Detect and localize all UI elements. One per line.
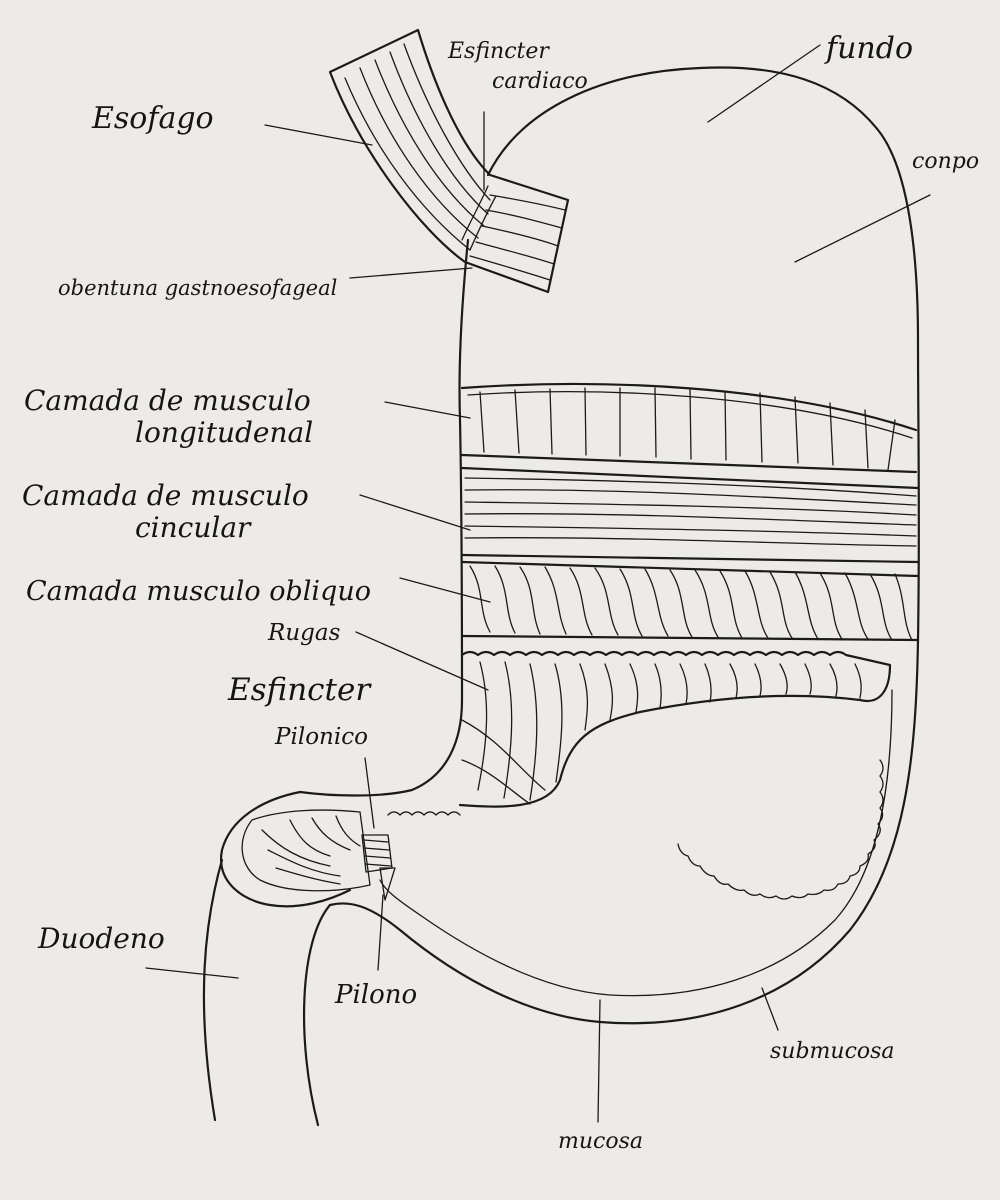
label-piloro: Pilono	[334, 980, 417, 1010]
longitudinal-muscle-layer	[460, 382, 918, 474]
label-duodeno: Duodeno	[37, 922, 165, 955]
label-abertura: obentuna gastnoesofageal	[58, 276, 337, 300]
rugae	[458, 650, 892, 808]
label-piloro-esf-2: Pilonico	[274, 724, 368, 750]
labels: Esofago Esfincter cardiaco fundo conpo o…	[22, 31, 979, 1154]
label-long-1: Camada de musculo	[24, 384, 311, 417]
label-fundo: fundo	[824, 31, 913, 66]
label-obliquo: Camada musculo obliquo	[26, 576, 371, 607]
label-long-2: longitudenal	[135, 416, 313, 449]
label-submucosa: submucosa	[770, 1039, 895, 1064]
duodenum-wall-left	[202, 858, 224, 1122]
label-esofago: Esofago	[91, 101, 214, 136]
label-esfincter-cardiaco-2: cardiaco	[492, 69, 588, 94]
label-mucosa: mucosa	[558, 1129, 643, 1154]
duodenum	[202, 858, 332, 1127]
circular-muscle-layer	[460, 466, 920, 564]
greater-curvature	[328, 66, 920, 1025]
pyloric-canal-folds	[387, 811, 461, 816]
pylorus	[219, 790, 396, 908]
esophagus-tube	[328, 28, 570, 294]
rugae-folds	[458, 650, 892, 808]
label-corpo: conpo	[912, 149, 979, 174]
label-esfincter-cardiaco-1: Esfincter	[447, 39, 550, 64]
label-piloro-esf-1: Esfincter	[227, 672, 372, 708]
submucosa-folds	[677, 759, 884, 900]
leader-lines	[145, 44, 931, 1123]
lesser-curvature	[298, 238, 470, 797]
label-rugas: Rugas	[267, 620, 341, 646]
label-circ-1: Camada de musculo	[22, 479, 309, 512]
oblique-muscle-layer	[460, 560, 920, 642]
label-circ-2: cincular	[135, 511, 252, 544]
duodenum-wall-right	[302, 903, 332, 1127]
stomach-outline	[298, 66, 920, 1025]
esophagus	[328, 28, 570, 294]
